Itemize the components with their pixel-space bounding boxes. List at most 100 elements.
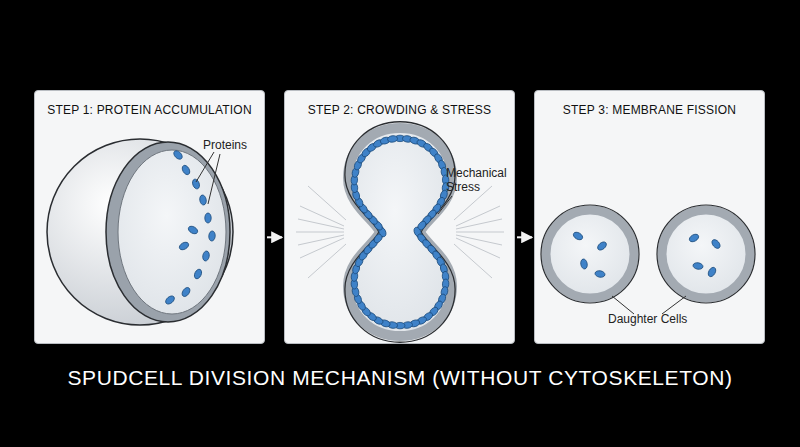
protein: [353, 159, 363, 171]
protein: [372, 138, 384, 148]
step-heading: STEP 2: CROWDING & STRESS: [289, 103, 510, 117]
protein: [439, 189, 448, 201]
protein: [442, 279, 449, 289]
protein: [422, 142, 434, 153]
protein: [205, 213, 211, 223]
daughter-cells: [541, 205, 755, 303]
protein: [436, 256, 446, 268]
protein: [409, 136, 420, 145]
protein: [422, 311, 434, 322]
protein: [202, 251, 210, 262]
protein: [416, 138, 428, 148]
protein: [372, 315, 384, 325]
step-heading: STEP 1: PROTEIN ACCUMULATION: [39, 103, 260, 117]
protein: [416, 315, 428, 325]
step-panel: STEP 2: CROWDING & STRESS: [284, 90, 515, 344]
protein: [433, 152, 444, 164]
protein: [409, 319, 420, 328]
protein: [710, 238, 721, 250]
protein: [351, 182, 358, 193]
protein: [360, 147, 372, 159]
protein: [440, 167, 448, 178]
protein: [421, 238, 432, 250]
protein: [354, 256, 364, 268]
protein: [428, 306, 440, 318]
protein: [387, 321, 398, 329]
protein: [442, 175, 449, 185]
step-arrow: [267, 236, 282, 238]
protein: [442, 182, 450, 193]
protein: [439, 263, 448, 274]
protein: [442, 271, 449, 282]
protein: [413, 226, 423, 238]
protein: [193, 268, 203, 280]
protein: [208, 231, 215, 242]
diagram-title: SPUDCELL DIVISION MECHANISM (WITHOUT CYT…: [0, 366, 800, 390]
protein: [437, 159, 447, 171]
protein: [379, 319, 390, 328]
protein: [440, 286, 449, 297]
protein: [431, 203, 442, 215]
protein: [362, 244, 373, 256]
stress-lines: [296, 186, 504, 278]
protein: [351, 286, 359, 297]
protein: [416, 220, 427, 232]
dividing-cell-outline: [345, 122, 455, 342]
protein: [181, 164, 192, 176]
protein: [366, 311, 378, 322]
cutaway-sphere: [47, 139, 233, 325]
protein: [426, 244, 437, 256]
protein: [595, 270, 606, 278]
step-heading: STEP 3: MEMBRANE FISSION: [539, 103, 760, 117]
protein: [178, 241, 190, 252]
protein: [353, 293, 363, 305]
protein: [351, 263, 360, 275]
protein-group: [164, 149, 216, 305]
protein: [181, 286, 192, 298]
protein: [366, 142, 378, 153]
protein: [199, 195, 207, 206]
protein: [172, 149, 184, 161]
protein: [580, 259, 588, 270]
protein-group: [572, 231, 722, 278]
protein: [436, 196, 446, 208]
protein: [351, 271, 359, 282]
protein: [437, 293, 447, 305]
dividing-cell: [348, 128, 452, 336]
protein: [367, 238, 378, 250]
protein: [707, 266, 718, 278]
protein-track: [354, 138, 446, 325]
protein: [428, 147, 439, 159]
protein: [693, 262, 704, 270]
protein: [373, 220, 384, 232]
protein: [426, 209, 437, 221]
protein: [358, 250, 369, 262]
protein: [377, 226, 387, 238]
protein: [352, 189, 361, 200]
protein: [367, 214, 378, 226]
protein: [380, 136, 391, 145]
protein: [354, 196, 364, 208]
protein: [421, 214, 432, 226]
protein: [596, 240, 608, 251]
protein: [395, 135, 405, 141]
protein: [356, 300, 367, 312]
protein: [191, 178, 200, 190]
protein: [373, 232, 384, 244]
protein: [351, 167, 360, 178]
step-panel: STEP 3: MEMBRANE FISSION: [534, 90, 765, 344]
protein: [358, 203, 369, 215]
protein: [431, 250, 442, 262]
protein: [360, 306, 371, 318]
protein: [351, 279, 358, 289]
protein: [572, 231, 584, 242]
leader-lines: [196, 152, 686, 314]
protein: [164, 294, 176, 305]
protein: [356, 152, 367, 164]
protein: [387, 135, 398, 143]
protein: [187, 225, 199, 236]
step-panel: STEP 1: PROTEIN ACCUMULATION: [34, 90, 265, 344]
protein: [395, 322, 405, 328]
protein-group: [351, 135, 450, 329]
